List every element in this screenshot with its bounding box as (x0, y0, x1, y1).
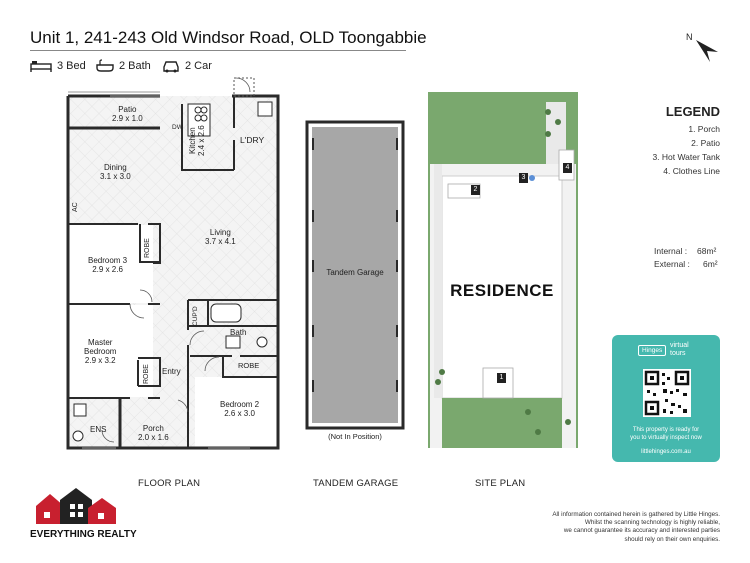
car-feature: 2 Car (162, 58, 212, 74)
porch-name: Porch (142, 424, 164, 433)
dishwasher-label: DW (172, 124, 183, 131)
living-name: Living (209, 228, 231, 237)
bedroom-2-name: Bedroom 2 (220, 400, 260, 409)
cupboard-label: CUP'D (192, 306, 199, 326)
patio-name: Patio (118, 105, 137, 114)
master-name-line-1: Master (88, 338, 113, 347)
virtual-tours-brand: Hinges (638, 345, 667, 356)
tandem-garage-label: Tandem Garage (326, 268, 384, 277)
compass-arrow-icon (696, 40, 718, 62)
tours-word: tours (670, 350, 686, 357)
kitchen-dimensions: 2.4 x 2.6 (197, 125, 207, 156)
bed-icon (30, 61, 52, 72)
virtual-tours-message: This property is ready for you to virtua… (612, 427, 720, 442)
patio-label: Patio 2.9 x 1.0 (112, 105, 143, 123)
robe-bedroom-2-label: ROBE (238, 361, 260, 370)
bedroom-2-dimensions: 2.6 x 3.0 (224, 409, 255, 419)
master-bedroom-label: Master Bedroom 2.9 x 3.2 (84, 338, 116, 366)
property-address: Unit 1, 241-243 Old Windsor Road, OLD To… (30, 28, 427, 47)
entry-label: Entry (162, 367, 181, 376)
dining-label: Dining 3.1 x 3.0 (100, 163, 131, 181)
bedroom-3-name: Bedroom 3 (88, 256, 128, 265)
air-conditioner-label: AC (72, 202, 79, 212)
compass-north-label: N (686, 32, 693, 42)
robe-master-label: ROBE (143, 364, 150, 384)
internal-area-label: Internal : (654, 246, 688, 256)
disclaimer-line-2: Whilst the scanning technology is highly… (584, 519, 720, 527)
tandem-garage-caption: TANDEM GARAGE (313, 478, 399, 489)
disclaimer-line-3: we cannot guarantee its accuracy and int… (563, 527, 720, 535)
kitchen-label: Kitchen 2.4 x 2.6 (188, 125, 206, 156)
dining-dimensions: 3.1 x 3.0 (100, 172, 131, 182)
bath-label: Bath (230, 328, 247, 337)
living-dimensions: 3.7 x 4.1 (205, 237, 236, 247)
agency-name: EVERYTHING REALTY (30, 529, 137, 540)
legend-item-patio: 2. Patio (691, 138, 720, 148)
site-marker-2: 2 (471, 185, 480, 195)
qr-code[interactable] (643, 369, 691, 417)
car-count: 2 Car (185, 60, 212, 72)
virtual-tours-url[interactable]: littlehinges.com.au (641, 449, 691, 455)
external-area-label: External : (654, 259, 690, 269)
bedroom-2-label: Bedroom 2 2.6 x 3.0 (220, 400, 259, 418)
virtual-tours-brand-words: virtual tours (670, 342, 689, 358)
qr-code-icon (644, 370, 690, 416)
disclaimer-line-4: should rely on their own enquiries. (624, 535, 720, 543)
everything-realty-logo-icon (36, 488, 116, 524)
bath-count: 2 Bath (119, 60, 151, 72)
virtual-tours-line-1: This property is ready for (632, 427, 700, 433)
site-marker-4: 4 (563, 163, 572, 173)
site-marker-1: 1 (497, 373, 506, 383)
ensuite-label: ENS (90, 425, 107, 434)
patio-dimensions: 2.9 x 1.0 (112, 114, 143, 124)
virtual-tours-line-2: you to virtually inspect now (630, 434, 702, 441)
robe-bedroom-3-label: ROBE (144, 238, 151, 258)
external-area-value: 6m² (703, 259, 718, 269)
disclaimer-line-1: All information contained herein is gath… (552, 511, 720, 518)
bath-feature: 2 Bath (96, 58, 151, 74)
legend-item-porch: 1. Porch (688, 124, 720, 134)
porch-dimensions: 2.0 x 1.6 (138, 433, 169, 443)
virtual-tours-card[interactable]: Hinges virtual tours This property is re… (612, 335, 720, 462)
site-plan-drawing (428, 92, 578, 448)
legend-title: LEGEND (665, 104, 720, 119)
residence-label: RESIDENCE (450, 281, 554, 300)
site-marker-3: 3 (519, 173, 528, 183)
kitchen-name: Kitchen (188, 127, 197, 154)
laundry-label: L'DRY (240, 135, 265, 145)
master-dimensions: 2.9 x 3.2 (84, 356, 116, 366)
legend-item-clothes-line: 4. Clothes Line (663, 166, 720, 176)
bedroom-3-dimensions: 2.9 x 2.6 (92, 265, 123, 275)
tandem-garage-drawing (305, 120, 405, 430)
legend-item-hot-water-tank: 3. Hot Water Tank (652, 152, 720, 162)
dining-name: Dining (104, 163, 127, 172)
master-name-line-2: Bedroom (84, 347, 117, 357)
car-icon (163, 60, 179, 72)
bedroom-3-label: Bedroom 3 2.9 x 2.6 (88, 256, 127, 274)
garage-not-in-position-note: (Not In Position) (328, 432, 382, 441)
floor-plan-caption: FLOOR PLAN (138, 478, 201, 489)
living-label: Living 3.7 x 4.1 (205, 228, 236, 246)
bath-icon (96, 59, 114, 72)
virtual-word: virtual (670, 342, 689, 349)
porch-label: Porch 2.0 x 1.6 (138, 424, 169, 442)
title-divider (30, 50, 406, 51)
bed-feature: 3 Bed (30, 58, 86, 74)
site-plan-caption: SITE PLAN (475, 478, 526, 489)
bed-count: 3 Bed (57, 60, 86, 72)
internal-area-value: 68m² (697, 246, 717, 256)
disclaimer: All information contained herein is gath… (490, 511, 720, 544)
